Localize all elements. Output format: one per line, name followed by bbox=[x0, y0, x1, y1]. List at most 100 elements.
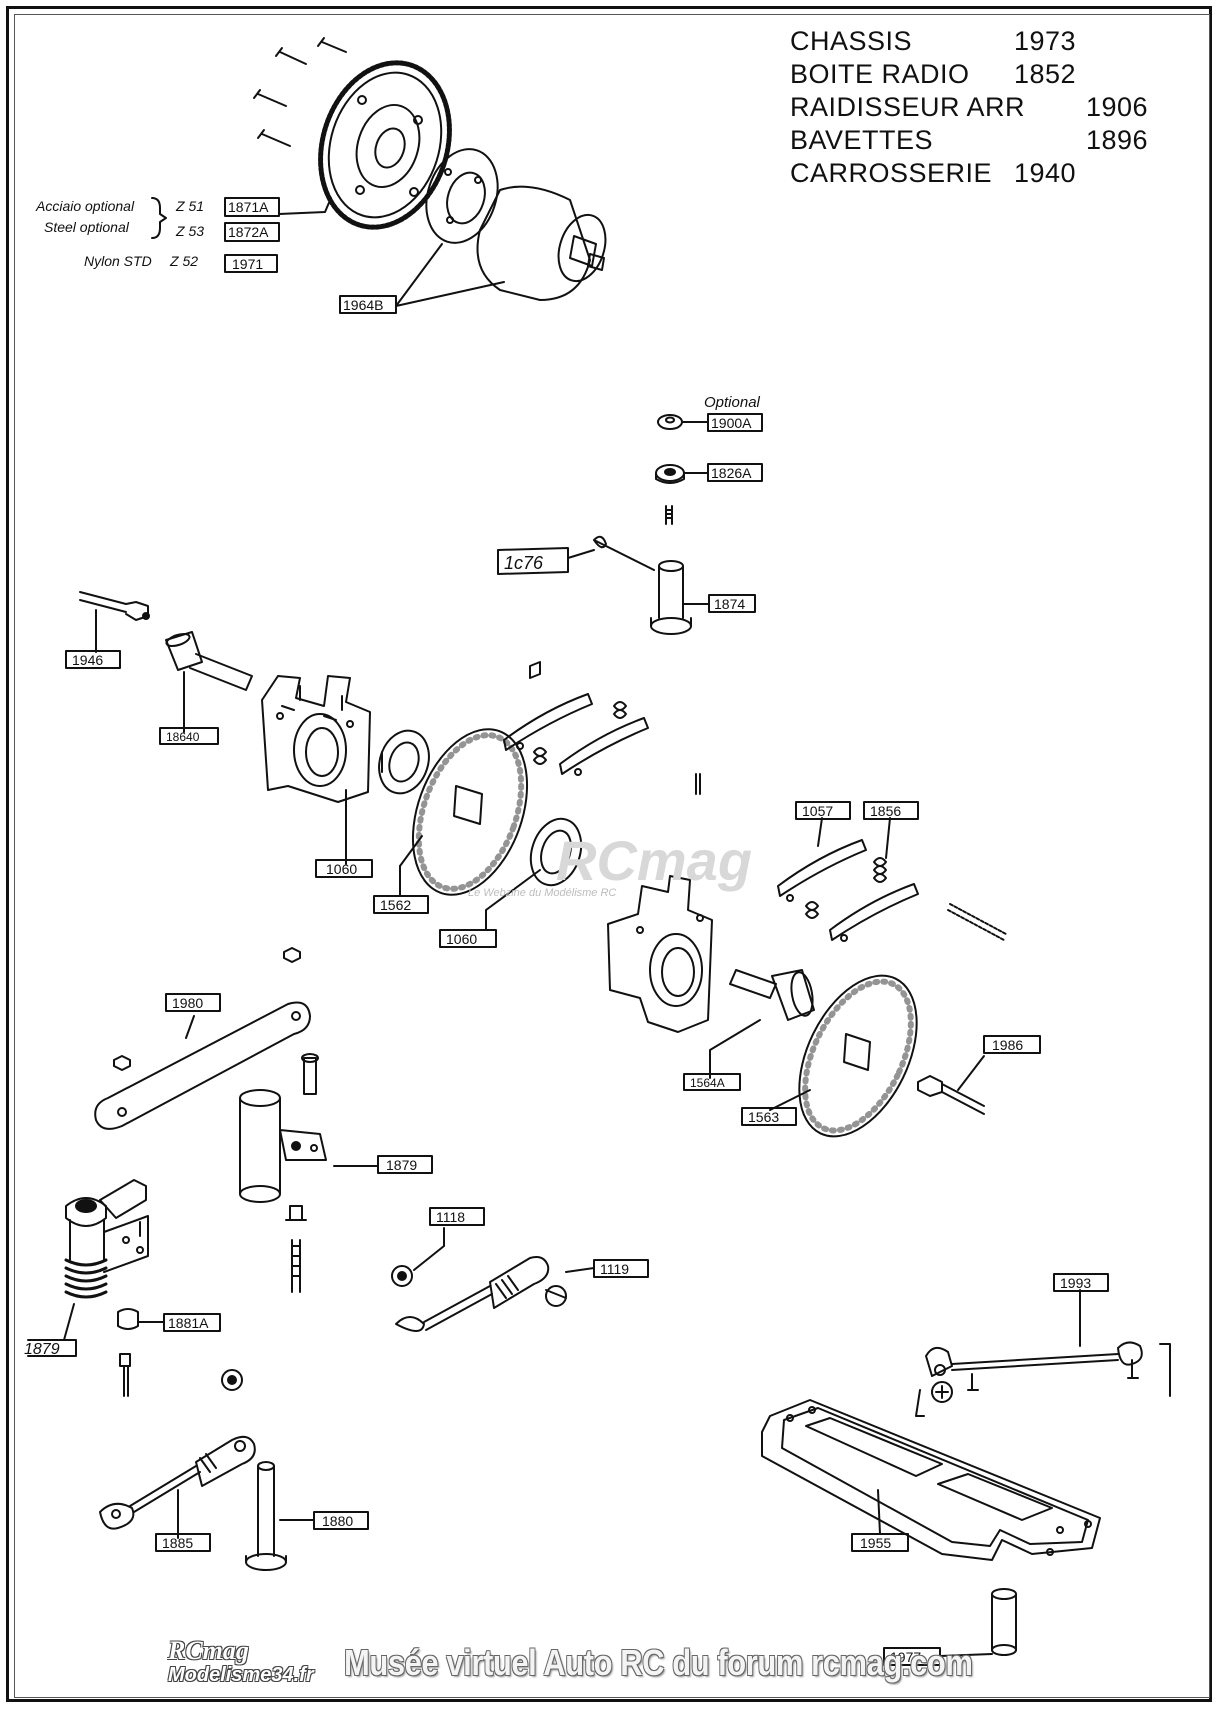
turnbuckle-1885 bbox=[99, 1435, 256, 1530]
servo-saver-assembly bbox=[64, 1179, 149, 1299]
page-border-inner bbox=[14, 14, 1210, 1698]
label-box bbox=[224, 254, 278, 273]
label-box bbox=[707, 463, 763, 482]
label-box bbox=[707, 413, 763, 432]
steering-link-1980 bbox=[94, 947, 311, 1130]
slipper-plate bbox=[425, 148, 499, 244]
part-label-1964b: 1964B bbox=[343, 297, 383, 313]
label-box bbox=[883, 1647, 941, 1666]
part-label-1971: 1971 bbox=[232, 256, 263, 272]
label-box bbox=[224, 197, 280, 217]
legend-code: 1906 bbox=[1086, 92, 1149, 122]
part-label-1871a: 1871A bbox=[228, 199, 269, 215]
ball-nut bbox=[221, 1369, 243, 1391]
legend-row-raidisseur: RAIDISSEUR ARR 1906 bbox=[790, 92, 1190, 125]
part-label-18640: 18640 bbox=[166, 730, 200, 744]
steering-post-1879 bbox=[239, 1053, 327, 1203]
legend-code: 1973 bbox=[1014, 26, 1077, 56]
part-label-1118: 1118 bbox=[436, 1209, 465, 1225]
leader-line bbox=[278, 197, 332, 215]
optional-label: Optional bbox=[704, 394, 761, 411]
part-label-1980: 1980 bbox=[172, 995, 203, 1011]
label-box bbox=[155, 1533, 211, 1552]
drive-shaft-1946 bbox=[79, 591, 150, 621]
turnbuckle-link bbox=[395, 1256, 550, 1332]
part-label-1562: 1562 bbox=[380, 897, 411, 913]
rcmag-watermark: RCmag Le Webzine du Modélisme RC bbox=[468, 829, 752, 899]
label-box bbox=[65, 650, 121, 669]
parts-legend: CHASSIS 1973 BOITE RADIO 1852 RAIDISSEUR… bbox=[790, 26, 1190, 191]
footer-caption: Musée virtuel Auto RC du forum rcmag.com bbox=[344, 1642, 973, 1683]
label-box bbox=[683, 1073, 741, 1091]
footer-banner: RCmag Modelisme34.fr Musée virtuel Auto … bbox=[168, 1636, 1168, 1696]
legend-name: RAIDISSEUR ARR bbox=[790, 92, 1026, 122]
label-box bbox=[224, 222, 280, 242]
part-label-1826a: 1826A bbox=[711, 465, 752, 481]
part-label-1946: 1946 bbox=[72, 652, 103, 668]
post-1977 bbox=[991, 1588, 1017, 1656]
label-box bbox=[159, 727, 219, 745]
label-box bbox=[165, 993, 221, 1012]
legend-code: 1852 bbox=[1014, 59, 1077, 89]
bushing-1881a bbox=[117, 1308, 139, 1330]
gear-option-brace bbox=[151, 197, 167, 239]
label-box bbox=[497, 547, 569, 575]
leader-line bbox=[395, 243, 505, 307]
bearing-1060-center bbox=[529, 817, 583, 887]
label-box bbox=[851, 1533, 909, 1552]
chassis-plate-1955 bbox=[761, 1399, 1101, 1561]
label-box bbox=[315, 859, 373, 878]
pin-clip-1076 bbox=[593, 535, 655, 571]
label-box bbox=[1053, 1273, 1109, 1292]
part-label-1881a: 1881A bbox=[168, 1315, 209, 1331]
label-box bbox=[429, 1207, 485, 1226]
outdrive-18640 bbox=[165, 631, 253, 691]
servo-screw bbox=[285, 1205, 307, 1293]
bearing-1060-left bbox=[378, 729, 430, 795]
legend-name: CHASSIS bbox=[790, 26, 913, 56]
outdrive-1564a bbox=[729, 969, 815, 1021]
label-box bbox=[163, 1313, 221, 1332]
brake-pads-center bbox=[503, 661, 701, 795]
legend-name: BAVETTES bbox=[790, 125, 934, 155]
label-box bbox=[313, 1511, 369, 1530]
legend-name: CARROSSERIE bbox=[790, 158, 993, 188]
brake-disc-1562 bbox=[411, 728, 529, 896]
watermark-tagline: Le Webzine du Modélisme RC bbox=[468, 887, 616, 899]
post-1880 bbox=[245, 1461, 287, 1571]
legend-row-chassis: CHASSIS 1973 bbox=[790, 26, 1190, 59]
gear-screws bbox=[253, 37, 347, 147]
drive-shaft-1986 bbox=[917, 1075, 985, 1115]
part-label-1955: 1955 bbox=[860, 1535, 891, 1551]
gear-z52: Z 52 bbox=[169, 253, 198, 269]
part-label-1993: 1993 bbox=[1060, 1275, 1091, 1291]
part-label-1057: 1057 bbox=[802, 803, 833, 819]
label-box bbox=[983, 1035, 1041, 1054]
label-box bbox=[708, 594, 756, 613]
legend-code: 1940 bbox=[1014, 158, 1077, 188]
gear-z53: Z 53 bbox=[175, 223, 204, 239]
page-border bbox=[6, 6, 1212, 1702]
part-label-1880: 1880 bbox=[322, 1513, 353, 1529]
part-label-1872a: 1872A bbox=[228, 224, 269, 240]
rear-hub-carrier-left bbox=[261, 675, 371, 803]
part-label-1879-left: 1879 bbox=[24, 1341, 60, 1358]
spur-gear bbox=[318, 60, 452, 230]
grub-screw bbox=[665, 505, 673, 525]
kingpin-1874 bbox=[650, 560, 692, 635]
label-box bbox=[377, 1155, 433, 1174]
legend-code: 1896 bbox=[1086, 125, 1149, 155]
gear-option-table: Acciaio optional Steel optional Nylon ST… bbox=[35, 198, 204, 269]
label-box bbox=[795, 801, 851, 820]
label-box bbox=[863, 801, 919, 820]
legend-row-bavettes: BAVETTES 1896 bbox=[790, 125, 1190, 158]
label-box bbox=[741, 1107, 797, 1126]
part-label-1977: 1977 bbox=[890, 1649, 921, 1665]
part-label-1874: 1874 bbox=[714, 596, 745, 612]
part-label-1564a: 1564A bbox=[690, 1076, 725, 1090]
gear-steel-label: Steel optional bbox=[44, 219, 130, 235]
part-label-1563: 1563 bbox=[748, 1109, 779, 1125]
part-label-1076: 1c76 bbox=[504, 553, 544, 573]
footer-logo-rcmag: RCmag bbox=[168, 1636, 249, 1665]
